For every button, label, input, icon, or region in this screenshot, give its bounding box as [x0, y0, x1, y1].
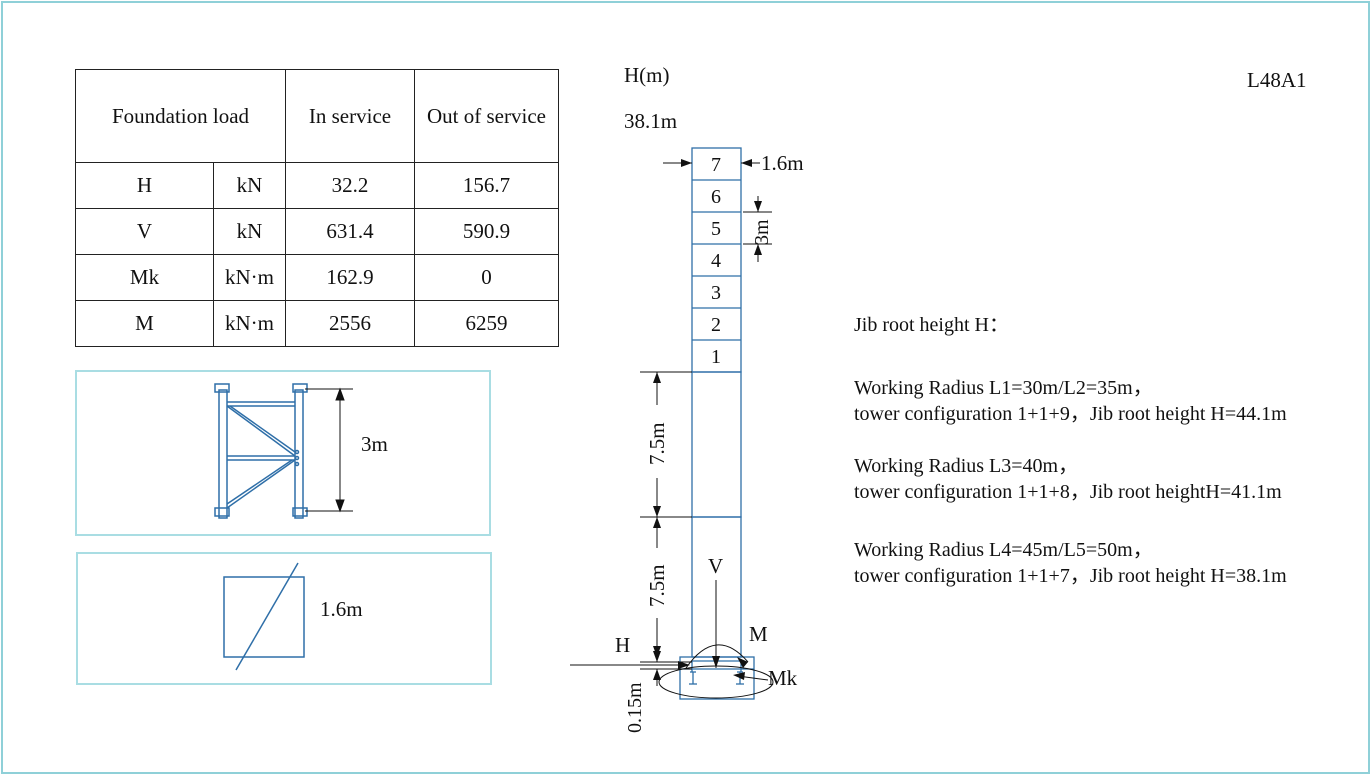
config-line: tower configuration 1+1+8，Jib root heigh… [854, 481, 1282, 503]
header-out-of-service: Out of service [414, 69, 559, 163]
moment-m-label: M [749, 622, 768, 646]
config-note: Working Radius L4=45m/L5=50m， tower conf… [854, 537, 1287, 589]
base-segment-dim-lower: 7.5m [645, 564, 669, 607]
base-segment-dim-upper: 7.5m [645, 422, 669, 465]
row-symbol: M [75, 300, 214, 347]
config-line: Working Radius L3=40m， [854, 455, 1079, 477]
row-symbol: H [75, 162, 214, 209]
notes-title: Jib root height H： [854, 314, 1009, 336]
row-unit: kN·m [213, 300, 286, 347]
header-in-service: In service [285, 69, 415, 163]
mast-section-drawing [214, 383, 353, 519]
table-row: V kN 631.4 590.9 [75, 208, 559, 255]
base-section-upper [691, 371, 742, 518]
section-height-dim: 3m [751, 219, 773, 245]
force-h-label: H [615, 633, 630, 657]
section-number: 1 [711, 346, 721, 368]
force-v-label: V [708, 554, 723, 578]
row-out-of-service: 0 [414, 254, 559, 301]
section-number: 5 [711, 218, 721, 240]
model-code: L48A1 [1247, 68, 1307, 92]
row-in-service: 32.2 [285, 162, 415, 209]
section-height-label: 3m [361, 432, 388, 456]
row-unit: kN [213, 208, 286, 255]
mast-plan-panel: 1.6m [76, 552, 492, 685]
section-number: 6 [711, 186, 721, 208]
section-number: 2 [711, 314, 721, 336]
axis-label: H(m) [624, 63, 670, 87]
section-number: 3 [711, 282, 721, 304]
table-row: M kN·m 2556 6259 [75, 300, 559, 347]
moment-mk-label: Mk [768, 666, 798, 690]
header-foundation-load: Foundation load [75, 69, 286, 163]
config-note: Working Radius L3=40m， tower configurati… [854, 453, 1282, 505]
top-height-label: 38.1m [624, 109, 677, 133]
foundation-load-table: Foundation load In service Out of servic… [75, 69, 559, 347]
dimension-lines [570, 162, 774, 699]
mast-plan-drawing [223, 562, 305, 671]
base-thickness-dim: 0.15m [624, 682, 646, 733]
config-line: Working Radius L1=30m/L2=35m， [854, 377, 1153, 399]
row-symbol: Mk [75, 254, 214, 301]
section-number: 7 [711, 154, 721, 176]
plan-width-label: 1.6m [320, 597, 363, 621]
row-out-of-service: 6259 [414, 300, 559, 347]
config-note: Working Radius L1=30m/L2=35m， tower conf… [854, 375, 1287, 427]
row-in-service: 2556 [285, 300, 415, 347]
row-out-of-service: 590.9 [414, 208, 559, 255]
config-line: Working Radius L4=45m/L5=50m， [854, 539, 1153, 561]
mast-width-label: 1.6m [761, 151, 804, 175]
mast-section-panel: 3m [75, 370, 491, 536]
config-line: tower configuration 1+1+9，Jib root heigh… [854, 403, 1287, 425]
row-in-service: 631.4 [285, 208, 415, 255]
config-line: tower configuration 1+1+7，Jib root heigh… [854, 565, 1287, 587]
table-header-row: Foundation load In service Out of servic… [75, 69, 559, 163]
section-number: 4 [711, 250, 721, 272]
